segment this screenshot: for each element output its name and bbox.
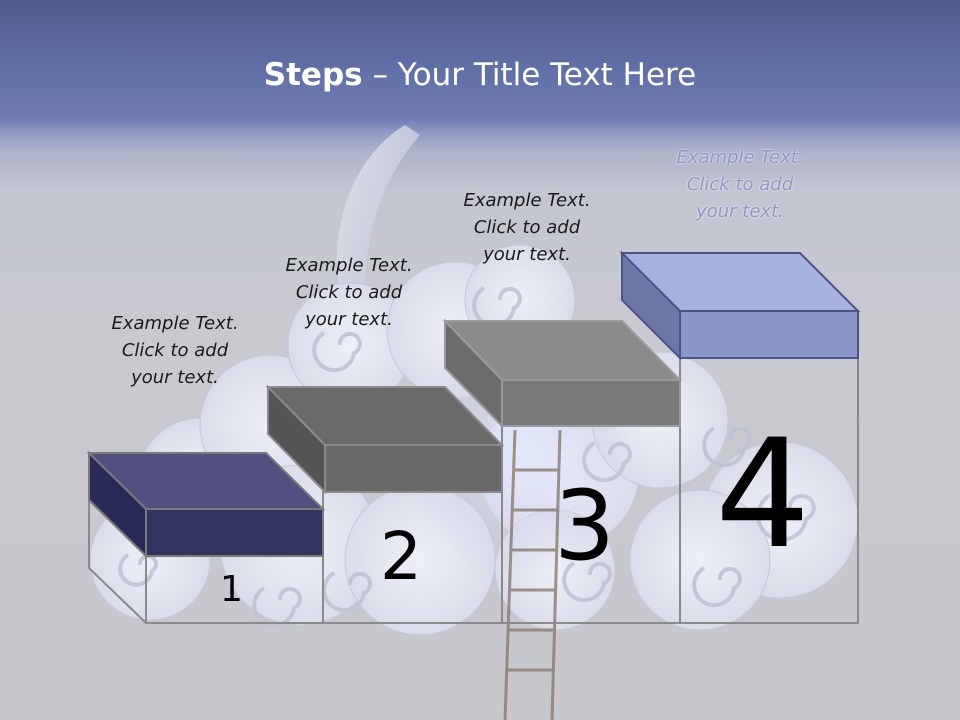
- step-3-number: 3: [554, 470, 616, 582]
- step-3-caption-line-1: Example Text.: [463, 190, 591, 211]
- title-bold: Steps: [263, 57, 363, 93]
- step-2-caption-line-2: Click to add: [295, 282, 403, 303]
- step-3-caption-line-3: your text.: [483, 244, 571, 265]
- step-2-number: 2: [380, 518, 422, 595]
- step-2-caption-line-1: Example Text.: [285, 255, 413, 276]
- step-1-caption-line-1: Example Text.: [111, 313, 239, 334]
- step-2-caption-line-3: your text.: [305, 309, 393, 330]
- cloud-swirls: [118, 286, 816, 628]
- step-1-block: [86, 450, 326, 559]
- step-1-caption-line-2: Click to add: [121, 340, 229, 361]
- step-1-caption-line-3: your text.: [131, 367, 219, 388]
- step-2-block: [265, 384, 505, 495]
- step-4-caption-line-3: your text.: [696, 201, 784, 222]
- ladder-illustration: [503, 429, 562, 720]
- step-4-caption[interactable]: Example Text. Click to add your text.: [645, 144, 835, 225]
- step-3-block: [442, 318, 683, 429]
- slide-title[interactable]: Steps – Your Title Text Here: [0, 53, 960, 97]
- step-4-number: 4: [715, 408, 811, 582]
- step-4-block: [619, 250, 861, 361]
- step-4-caption-line-1: Example Text.: [676, 147, 804, 168]
- step-1-number: 1: [220, 569, 243, 610]
- title-rest: – Your Title Text Here: [362, 57, 697, 93]
- step-3-caption[interactable]: Example Text. Click to add your text.: [432, 187, 622, 268]
- step-3-caption-line-2: Click to add: [473, 217, 581, 238]
- step-2-caption[interactable]: Example Text. Click to add your text.: [254, 252, 444, 333]
- step-4-caption-line-2: Click to add: [686, 174, 794, 195]
- step-1-caption[interactable]: Example Text. Click to add your text.: [80, 310, 270, 391]
